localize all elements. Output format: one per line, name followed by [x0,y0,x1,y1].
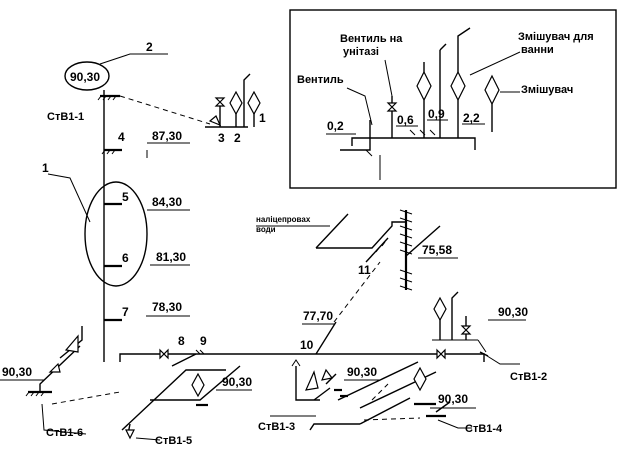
legend-toilet-valve-label-2: унітазі [343,46,379,58]
marker-3: 3 [218,131,225,145]
legend-height-0-9: 0,9 [428,107,445,121]
marker-8: 8 [178,334,185,348]
marker-2-top: 2 [146,40,153,54]
legend-mixer-label: Змішувач [521,84,573,96]
elevation-75-58: 75,58 [422,243,452,257]
floor-elevations: 4 87,30 5 84,30 6 81,30 1 7 78,30 [42,129,190,322]
elevation-right-90-30: 90,30 [498,305,528,319]
marker-5: 5 [122,190,129,204]
group-stv1-4: 90,30 СтВ1-4 [363,366,503,435]
water-input: наліцепровах води 11 75,58 [256,209,458,291]
riser-label-stv1-4: СтВ1-4 [465,423,503,435]
marker-7: 7 [122,305,129,319]
irrigation-label-2: води [256,225,276,234]
legend-height-0-6: 0,6 [397,113,414,127]
group-stv1-2: 90,30 [432,291,528,353]
legend-height-0-2: 0,2 [327,119,344,133]
legend-height-2-2: 2,2 [463,111,480,125]
riser-label-stv1-2: СтВ1-2 [510,371,547,383]
elevation-mid-90-30: 90,30 [222,375,252,389]
group-stv1-6: 90,30 СтВ1-6 [0,326,121,439]
elevation-77-70: 77,70 [303,309,333,323]
marker-1b: 1 [259,111,266,125]
elevation-81-30: 81,30 [156,250,186,264]
main-horizontal-pipe: 8 9 10 77,70 СтВ1-2 [119,261,547,383]
legend-toilet-valve-label-1: Вентиль на [340,33,403,45]
elevation-87-30: 87,30 [152,129,182,143]
elevation-top: 90,30 [70,70,100,84]
marker-6: 6 [122,251,129,265]
legend-bath-mixer-label-2: ванни [521,44,554,56]
legend-box: Вентиль на унітазі Змішувач для ванни Ве… [289,9,617,189]
riser-label-stv1-6: СтВ1-6 [46,427,83,439]
elevation-78-30: 78,30 [152,300,182,314]
riser-label-stv1-5: СтВ1-5 [155,435,192,447]
riser-label-stv1-3: СтВ1-3 [258,421,295,433]
marker-1-callout: 1 [42,161,49,175]
riser-stv1-1: 90,30 2 СтВ1-1 3 2 1 [47,40,266,362]
irrigation-label-1: наліцепровах [256,215,311,224]
elevation-c4-90-30: 90,30 [438,392,468,406]
riser-label-stv1-1: СтВ1-1 [47,111,84,123]
marker-9: 9 [200,334,207,348]
elevation-left-90-30: 90,30 [2,365,32,379]
legend-valve-label: Вентиль [297,74,344,86]
marker-10: 10 [300,338,314,352]
marker-2b: 2 [234,131,241,145]
marker-11: 11 [358,263,371,277]
elevation-84-30: 84,30 [152,195,182,209]
elevation-c3-90-30: 90,30 [347,365,377,379]
marker-4: 4 [118,130,125,144]
legend-bath-mixer-label-1: Змішувач для [518,31,594,43]
group-stv1-3: 90,30 СтВ1-3 [258,359,437,433]
group-stv1-5: СтВ1-5 90,30 [121,353,252,447]
